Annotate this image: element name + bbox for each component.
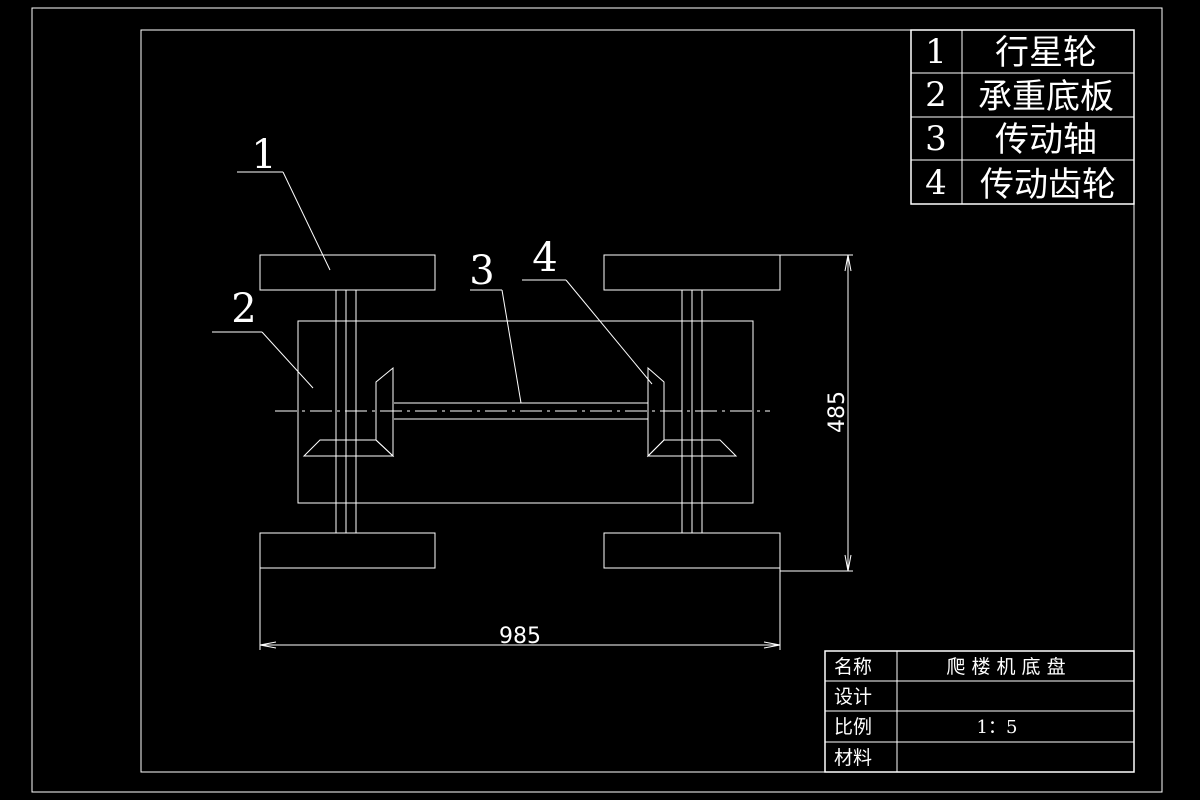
parts-name-4: 传动齿轮 [980,165,1116,205]
parts-num-1: 1 [925,32,947,72]
dimension-height: 485 [780,254,853,572]
callout-2: 2 [212,286,314,389]
title-block: 名称 爬 楼 机 底 盘 设计 比例 1：5 材料 [824,650,1135,773]
dimension-width-label: 985 [499,624,541,649]
title-block-scale-value: 1：5 [977,717,1018,738]
wheel-bottom-left [259,532,436,569]
parts-name-3: 传动轴 [995,120,1097,160]
callout-4: 4 [522,235,653,385]
bevel-gear-right [646,366,738,458]
callout-label-1: 1 [251,132,276,178]
dimension-width: 985 [259,568,781,650]
parts-num-4: 4 [925,163,947,203]
parts-name-2: 承重底板 [978,77,1114,117]
callout-label-3: 3 [469,248,494,294]
callout-label-4: 4 [532,235,557,281]
wheel-top-right [603,254,781,291]
parts-name-1: 行星轮 [995,33,1097,73]
parts-num-2: 2 [925,75,947,115]
base-plate [297,320,754,504]
title-block-name-value: 爬 楼 机 底 盘 [946,656,1065,678]
callout-1: 1 [237,132,331,271]
title-block-design-label: 设计 [834,686,872,708]
dimension-height-label: 485 [825,391,850,433]
inner-frame [140,29,1135,773]
title-block-name-label: 名称 [834,656,872,678]
callout-label-2: 2 [231,286,256,332]
bevel-gear-left [302,366,395,458]
title-block-material-label: 材料 [834,747,872,769]
callout-3: 3 [469,248,522,404]
parts-list-table: 1 行星轮 2 承重底板 3 传动轴 4 传动齿轮 [910,29,1135,205]
outer-frame [31,7,1163,793]
wheel-top-left [259,254,436,291]
title-block-scale-label: 比例 [834,716,872,738]
parts-num-3: 3 [925,119,947,159]
wheel-bottom-right [603,532,781,569]
